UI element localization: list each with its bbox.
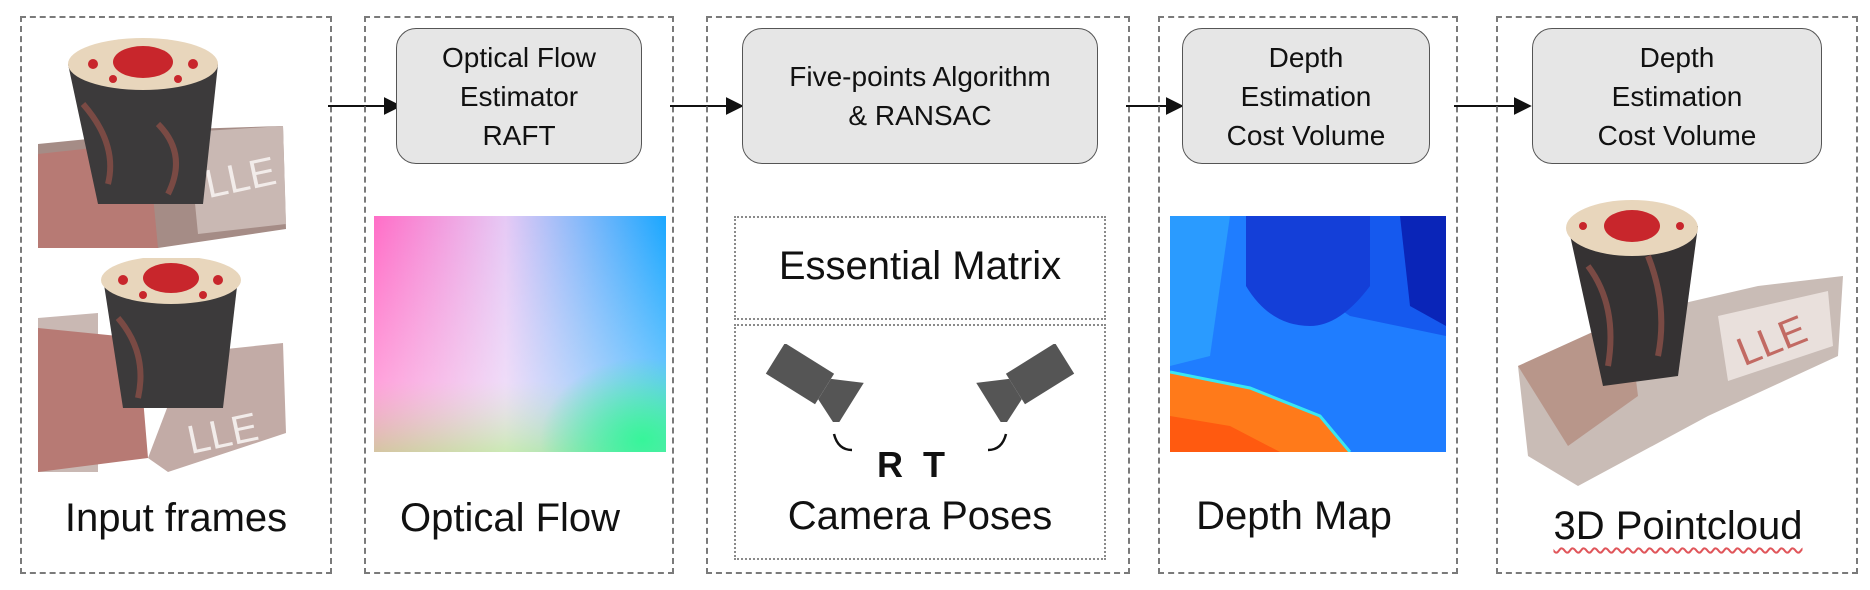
camera-poses-caption: Camera Poses bbox=[787, 494, 1053, 538]
input-frame-1: LLE bbox=[38, 38, 286, 248]
pointcloud-caption: 3D Pointcloud bbox=[1508, 504, 1848, 549]
arrow-depth-to-cloud bbox=[1454, 97, 1532, 115]
camera-left-icon bbox=[765, 344, 864, 422]
optical-flow-estimator-box: Optical Flow Estimator RAFT bbox=[396, 28, 642, 164]
camera-poses-box bbox=[734, 324, 1106, 560]
stage-3d-pointcloud bbox=[1496, 16, 1858, 574]
depth-map-image bbox=[1170, 216, 1446, 452]
camera-right-icon bbox=[976, 344, 1075, 422]
depth-estimation-box: Depth Estimation Cost Volume bbox=[1182, 28, 1430, 164]
depth-map-caption: Depth Map bbox=[1196, 494, 1392, 538]
rotation-label: R bbox=[877, 444, 903, 485]
optical-flow-caption: Optical Flow bbox=[399, 496, 621, 540]
essential-matrix-box bbox=[734, 216, 1106, 320]
input-frames-caption: Input frames bbox=[64, 496, 288, 540]
arrow-pose-to-depth bbox=[1126, 97, 1184, 115]
stage-camera-poses bbox=[706, 16, 1130, 574]
pointcloud-caption-text: 3D Pointcloud bbox=[1553, 504, 1803, 548]
stage-depth-map bbox=[1158, 16, 1458, 574]
pose-arc-icon bbox=[832, 433, 1008, 452]
stage-optical-flow bbox=[364, 16, 674, 574]
optical-flow-map bbox=[374, 216, 666, 452]
input-frame-2: LLE bbox=[38, 258, 286, 472]
pointcloud-depth-estimation-box: Depth Estimation Cost Volume bbox=[1532, 28, 1822, 164]
five-points-ransac-box: Five-points Algorithm & RANSAC bbox=[742, 28, 1098, 164]
translation-label: T bbox=[923, 444, 945, 485]
pointcloud-image: LLE bbox=[1518, 200, 1843, 486]
essential-matrix-label: Essential Matrix bbox=[778, 244, 1062, 288]
stage-input-frames bbox=[20, 16, 332, 574]
